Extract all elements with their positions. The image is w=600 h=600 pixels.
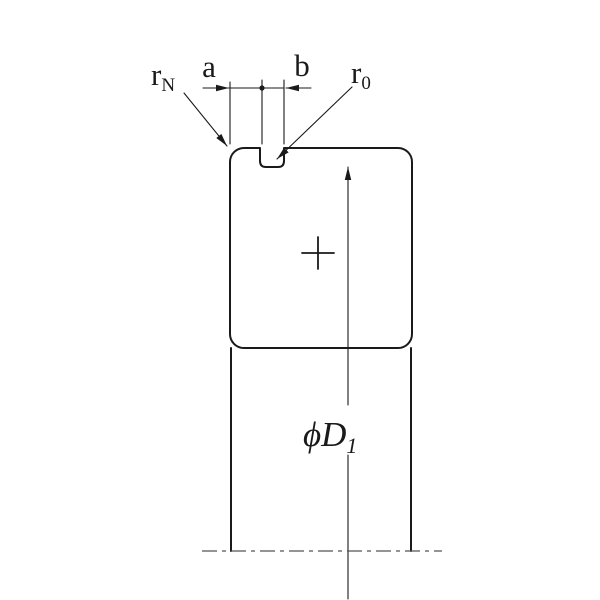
leader-r0 — [276, 86, 353, 160]
drawing-group — [183, 79, 413, 600]
label-phi-d1-sub: 1 — [346, 433, 357, 458]
label-rn-sub: N — [161, 75, 175, 96]
label-rn-base: r — [151, 57, 162, 92]
dimension-dot — [259, 85, 265, 91]
label-phi-d1: ϕD1 — [303, 415, 357, 458]
label-r0: r0 — [351, 55, 371, 94]
label-r0-base: r — [351, 55, 362, 90]
extension-lines — [229, 79, 285, 145]
plus-center-mark — [301, 236, 335, 270]
label-a: a — [202, 49, 216, 84]
part-outline — [229, 147, 413, 349]
label-b: b — [294, 48, 310, 83]
labels-group: rN a b r0 ϕD1 — [151, 48, 371, 458]
label-rn: rN — [151, 57, 175, 96]
label-r0-sub: 0 — [361, 73, 371, 94]
leader-rn — [183, 92, 228, 147]
label-phi-d1-base: ϕD — [303, 415, 346, 454]
